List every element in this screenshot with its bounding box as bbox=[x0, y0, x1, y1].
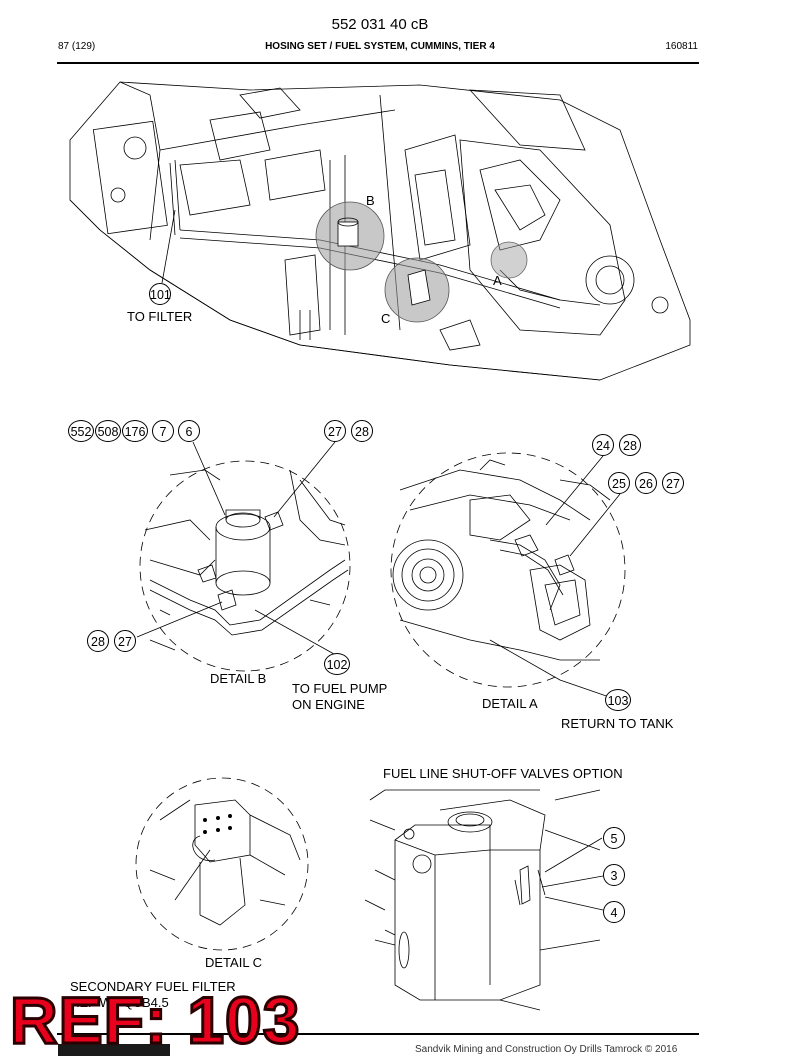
callout-4: 4 bbox=[603, 901, 625, 923]
detail-c-drawing bbox=[135, 777, 309, 951]
secondary-filter-label: SECONDARY FUEL FILTER bbox=[70, 979, 236, 994]
callout-27: 27 bbox=[662, 472, 684, 494]
callout-5: 5 bbox=[603, 827, 625, 849]
callout-103: 103 bbox=[605, 689, 631, 711]
detail-marker-b: B bbox=[366, 193, 375, 208]
detail-a-label: DETAIL A bbox=[482, 696, 538, 711]
header-rule bbox=[57, 62, 699, 64]
callout-176: 176 bbox=[122, 420, 148, 442]
to-fuel-pump-label: TO FUEL PUMP bbox=[292, 681, 388, 696]
copyright-footer: Sandvik Mining and Construction Oy Drill… bbox=[415, 1044, 678, 1055]
fuel-tank-drawing bbox=[364, 789, 604, 1011]
document-number: 552 031 40 cB bbox=[331, 16, 429, 33]
revision-date: 160811 bbox=[665, 41, 698, 52]
callout-27: 27 bbox=[114, 630, 136, 652]
callout-101: 101 bbox=[149, 283, 171, 305]
callout-6: 6 bbox=[178, 420, 200, 442]
on-engine-label: ON ENGINE bbox=[292, 697, 365, 712]
overview-machine-drawing bbox=[69, 81, 691, 381]
detail-marker-c: C bbox=[381, 311, 391, 326]
callout-552: 552 bbox=[68, 420, 94, 442]
ref-stamp: REF: 103 bbox=[8, 982, 301, 1059]
return-to-tank-label: RETURN TO TANK bbox=[561, 716, 674, 731]
callout-3: 3 bbox=[603, 864, 625, 886]
callout-25: 25 bbox=[608, 472, 630, 494]
to-filter-label: TO FILTER bbox=[127, 309, 193, 324]
secondary-filter-ref: REF WT QSB4.5 bbox=[70, 995, 169, 1010]
callout-24: 24 bbox=[592, 434, 614, 456]
callout-7: 7 bbox=[152, 420, 174, 442]
callout-26: 26 bbox=[635, 472, 657, 494]
callout-28: 28 bbox=[87, 630, 109, 652]
page-number: 87 (129) bbox=[58, 41, 96, 52]
page-title: HOSING SET / FUEL SYSTEM, CUMMINS, TIER … bbox=[265, 41, 495, 52]
callout-102: 102 bbox=[324, 653, 350, 675]
callout-28: 28 bbox=[619, 434, 641, 456]
detail-b-label: DETAIL B bbox=[210, 671, 267, 686]
callout-508: 508 bbox=[95, 420, 121, 442]
shutoff-title: FUEL LINE SHUT-OFF VALVES OPTION bbox=[383, 766, 623, 781]
callout-27: 27 bbox=[324, 420, 346, 442]
callout-28: 28 bbox=[351, 420, 373, 442]
detail-c-label: DETAIL C bbox=[205, 955, 263, 970]
detail-marker-a: A bbox=[493, 273, 502, 288]
detail-a-drawing bbox=[390, 452, 626, 701]
detail-b-drawing bbox=[136, 441, 351, 672]
